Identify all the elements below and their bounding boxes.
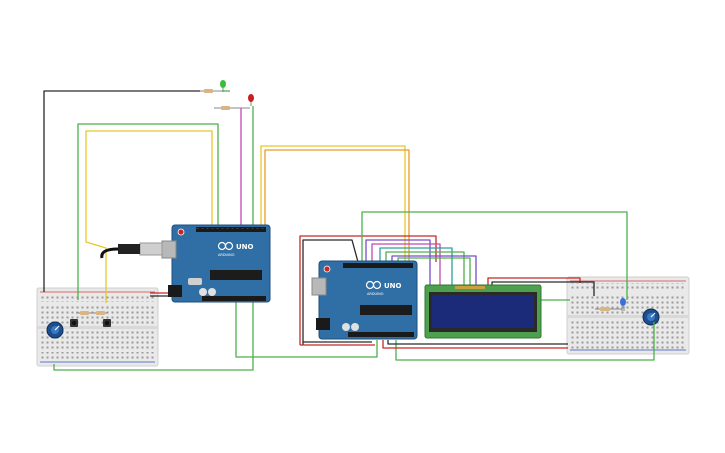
wire-green-5: [385, 251, 465, 287]
led-red[interactable]: [248, 94, 254, 106]
lcd-16x2[interactable]: [424, 284, 542, 339]
resistor-left-1: [76, 311, 92, 315]
wire-red-2: [299, 235, 437, 345]
wire-orange-1: [264, 149, 410, 262]
wire-black-2: [302, 239, 359, 345]
resistor-led-red: [214, 106, 250, 110]
potentiometer-left[interactable]: [46, 321, 64, 339]
wire-purple-2: [391, 255, 477, 287]
chip-1: [210, 270, 262, 280]
board-brand-2: ARDUINO: [367, 292, 384, 296]
chip-2: [360, 305, 412, 315]
breadboard-right[interactable]: [566, 276, 690, 355]
arduino-logo-2: [365, 280, 382, 290]
arduino-uno-1[interactable]: UNO ARDUINO: [161, 224, 271, 303]
wire-yellow-2: [260, 145, 406, 262]
power-jack-2: [316, 318, 330, 330]
wire-green-7: [395, 322, 655, 361]
wire-magenta-2: [371, 243, 441, 287]
usb-cable[interactable]: [100, 242, 163, 259]
wire-green-4: [235, 300, 378, 358]
board-brand-1: ARDUINO: [218, 253, 235, 257]
arduino-uno-2[interactable]: UNO ARDUINO: [311, 260, 418, 340]
board-model-2: UNO: [384, 282, 402, 290]
wire-teal-1: [379, 247, 453, 287]
resistor-left-2: [92, 311, 108, 315]
potentiometer-right[interactable]: [642, 308, 660, 326]
breadboard-left[interactable]: [36, 287, 159, 367]
led-green[interactable]: [220, 80, 226, 92]
usb-port-1: [161, 240, 177, 259]
resistor-led-green: [200, 89, 222, 93]
wire-green-6: [361, 211, 628, 300]
board-model-1: UNO: [236, 243, 254, 251]
wire-red-4: [382, 340, 568, 349]
wire-purple-1: [365, 239, 431, 287]
resistor-right: [595, 307, 622, 311]
power-jack-1: [168, 285, 182, 297]
led-blue[interactable]: [620, 298, 626, 311]
wire-red-3: [487, 277, 581, 287]
wire-green-3: [53, 300, 254, 371]
lcd-screen: [432, 295, 534, 328]
arduino-logo-1: [217, 241, 234, 251]
usb-port-2: [311, 277, 327, 296]
wire-yellow-1: [85, 130, 213, 303]
wire-black-1: [43, 90, 200, 292]
wire-green-1: [77, 123, 219, 300]
